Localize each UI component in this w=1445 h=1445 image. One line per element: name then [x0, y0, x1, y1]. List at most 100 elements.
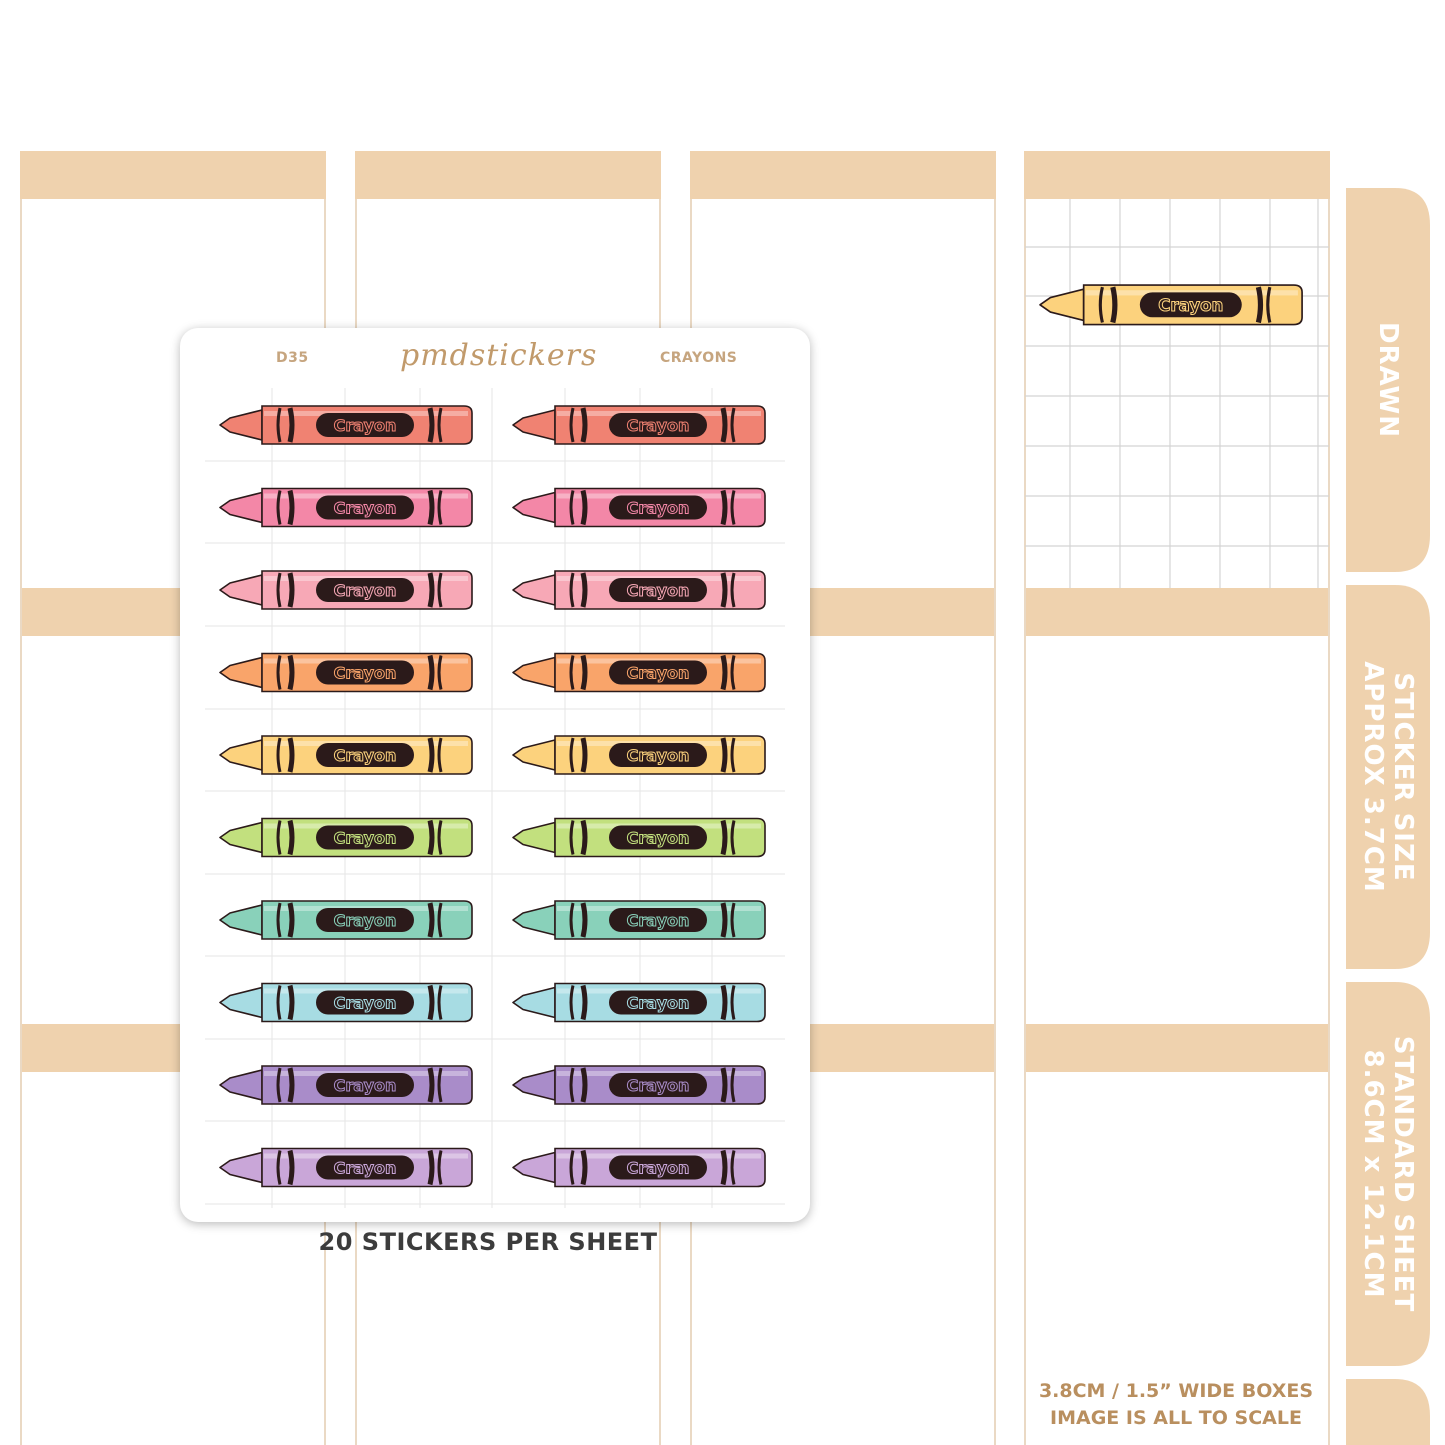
crayon-tip	[1039, 288, 1085, 322]
crayon-tip	[219, 409, 263, 441]
crayon-label: Crayon	[627, 994, 690, 1013]
crayon-label-badge	[316, 578, 414, 602]
crayon-label: Crayon	[334, 829, 397, 848]
crayon-label: Crayon	[334, 746, 397, 765]
crayon-sticker: Crayon	[512, 900, 766, 940]
sheet-title: CRAYONS	[660, 350, 738, 366]
tab-drawn	[1346, 188, 1430, 572]
sample-crayon: Crayon	[1039, 284, 1303, 326]
crayon-label: Crayon	[1158, 296, 1223, 315]
crayon-tip	[219, 739, 263, 771]
sheet-footer: 20 STICKERS PER SHEET	[318, 1228, 658, 1256]
crayon-tip	[512, 1151, 556, 1184]
crayon-sticker: Crayon	[219, 1065, 473, 1105]
crayon-tip	[219, 904, 263, 936]
crayon-sticker: Crayon	[219, 735, 473, 775]
crayon-label-badge	[609, 1073, 707, 1097]
crayon-label: Crayon	[627, 829, 690, 848]
crayon-sticker: Crayon	[512, 405, 766, 445]
crayon-label-badge	[316, 743, 414, 767]
crayon-label: Crayon	[627, 1159, 690, 1178]
crayon-sticker: Crayon	[219, 817, 473, 858]
crayon-sticker: Crayon	[512, 1065, 766, 1105]
crayon-sticker: Crayon	[512, 487, 766, 528]
tab-text-standard-sheet: STANDARD SHEET 8.6CM x 12.1CM	[1358, 1035, 1418, 1313]
crayon-tip	[219, 491, 263, 524]
crayon-tip	[219, 574, 263, 606]
crayon-label: Crayon	[627, 499, 690, 518]
crayon-sticker: Crayon	[512, 817, 766, 858]
crayon-sticker: Crayon	[512, 570, 766, 610]
crayon-label: Crayon	[334, 994, 397, 1013]
crayon-label: Crayon	[334, 499, 397, 518]
crayon-sticker: Crayon	[219, 900, 473, 940]
crayon-label-badge	[609, 990, 707, 1015]
crayon-label: Crayon	[334, 416, 397, 435]
tab-text-sticker-size: STICKER SIZE APPROX 3.7CM	[1358, 661, 1419, 893]
crayon-tip	[219, 1151, 263, 1184]
crayon-sticker: Crayon	[512, 982, 766, 1023]
crayon-label-badge	[316, 908, 414, 932]
crayon-label-badge	[609, 660, 707, 685]
crayon-label: Crayon	[627, 416, 690, 435]
tab-text-drawn: DRAWN	[1373, 322, 1403, 438]
crayon-sticker: Crayon	[219, 982, 473, 1023]
crayon-label: Crayon	[627, 1076, 690, 1095]
crayon-label: Crayon	[334, 664, 397, 683]
crayon-label: Crayon	[627, 664, 690, 683]
crayon-label-badge	[609, 495, 707, 520]
column-header	[690, 151, 996, 199]
crayon-label-badge	[609, 825, 707, 850]
scale-note-line1: 3.8CM / 1.5” WIDE BOXES	[1038, 1380, 1314, 1402]
crayon-label-badge	[609, 743, 707, 767]
crayon-sticker: Crayon	[219, 1147, 473, 1188]
column-header	[355, 151, 661, 199]
column-header	[1024, 588, 1330, 636]
crayon-label-badge	[609, 1155, 707, 1180]
crayon-tip	[512, 986, 556, 1019]
crayon-label-badge	[609, 908, 707, 932]
brand-logo: pmdstickers	[400, 338, 598, 373]
tab-label-sticker-size: STICKER SIZE APPROX 3.7CM	[1346, 585, 1430, 969]
crayon-label-badge	[316, 1073, 414, 1097]
crayon-tip	[512, 821, 556, 854]
crayon-sticker: Crayon	[219, 652, 473, 693]
crayon-tip	[512, 409, 556, 441]
crayon-sticker: Crayon	[219, 487, 473, 528]
tab-bottom	[1346, 1379, 1430, 1445]
crayon-label-badge	[1139, 292, 1242, 318]
crayon-tip	[512, 904, 556, 936]
crayon-sticker: Crayon	[512, 735, 766, 775]
crayon-label-badge	[316, 990, 414, 1015]
crayon-label: Crayon	[627, 911, 690, 930]
crayon-label-badge	[316, 825, 414, 850]
column-header	[1024, 151, 1330, 199]
crayon-tip	[219, 656, 263, 689]
crayon-label-badge	[316, 660, 414, 685]
crayon-tip	[512, 491, 556, 524]
crayon-label: Crayon	[334, 911, 397, 930]
tab-label-drawn: DRAWN	[1346, 188, 1430, 572]
column-header	[20, 151, 326, 199]
crayon-tip	[512, 1069, 556, 1101]
crayon-label: Crayon	[627, 581, 690, 600]
column-header	[1024, 1024, 1330, 1072]
side-tabs	[1346, 188, 1430, 1445]
tab-sticker-size	[1346, 585, 1430, 969]
crayon-tip	[512, 656, 556, 689]
crayon-tip	[512, 739, 556, 771]
crayon-tip	[219, 1069, 263, 1101]
crayon-label-badge	[316, 413, 414, 437]
crayon-tip	[219, 821, 263, 854]
tab-standard-sheet	[1346, 982, 1430, 1366]
crayon-label-badge	[316, 1155, 414, 1180]
crayon-sticker: Crayon	[512, 1147, 766, 1188]
crayon-sticker: Crayon	[512, 652, 766, 693]
crayon-sticker: Crayon	[219, 570, 473, 610]
crayon-label: Crayon	[334, 581, 397, 600]
tab-label-standard-sheet: STANDARD SHEET 8.6CM x 12.1CM	[1346, 982, 1430, 1366]
